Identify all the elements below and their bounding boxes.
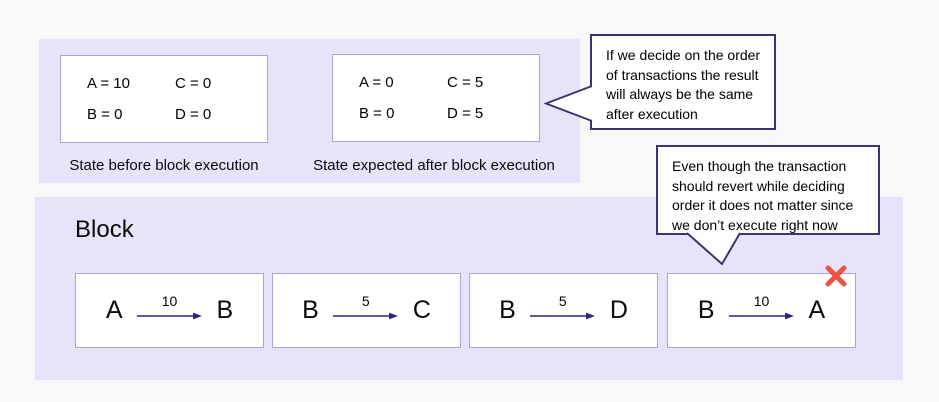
amount-label: 10 xyxy=(753,293,770,309)
amount-label: 10 xyxy=(161,293,178,309)
state-entry: C = 0 xyxy=(175,75,212,92)
state-entry: D = 5 xyxy=(447,105,484,122)
state-entry: A = 10 xyxy=(87,75,130,92)
recipient-label: C xyxy=(412,296,431,324)
state-entry: D = 0 xyxy=(175,106,212,123)
callout-tail-down-icon xyxy=(686,232,741,266)
transaction-box-b-to-d: B 5 D xyxy=(469,273,658,348)
block-title: Block xyxy=(75,216,134,243)
amount-label: 5 xyxy=(558,293,567,309)
recipient-label: B xyxy=(216,296,234,324)
recipient-label: A xyxy=(808,296,826,324)
state-before-caption: State before block execution xyxy=(69,157,259,174)
state-entry: A = 0 xyxy=(359,74,394,91)
state-entry: B = 0 xyxy=(87,106,123,123)
amount-label: 5 xyxy=(361,293,370,309)
sender-label: A xyxy=(105,296,123,324)
callout-order-of-transactions: If we decide on the order of transaction… xyxy=(590,34,776,130)
sender-label: B xyxy=(302,296,319,324)
callout-revert-note: Even though the transaction should rever… xyxy=(656,145,880,235)
recipient-label: D xyxy=(609,296,628,324)
transfer-arrow-icon xyxy=(529,312,595,320)
transfer-arrow-icon xyxy=(332,312,398,320)
transfer-arrow-icon xyxy=(728,312,794,320)
sender-label: B xyxy=(499,296,516,324)
transaction-box-a-to-b: A 10 B xyxy=(75,273,264,348)
sender-label: B xyxy=(697,296,715,324)
transfer-arrow-icon xyxy=(136,312,202,320)
callout-tail-left-icon xyxy=(544,85,593,122)
state-entry: B = 0 xyxy=(359,105,395,122)
state-before-box: A = 10 C = 0 B = 0 D = 0 xyxy=(60,55,268,143)
state-entry: C = 5 xyxy=(447,74,484,91)
state-after-caption: State expected after block execution xyxy=(313,157,555,174)
transaction-box-b-to-a: B 10 A xyxy=(667,265,856,348)
invalid-cross-icon xyxy=(825,265,847,287)
transaction-box-b-to-c: B 5 C xyxy=(272,273,461,348)
state-after-box: A = 0 C = 5 B = 0 D = 5 xyxy=(332,54,540,142)
